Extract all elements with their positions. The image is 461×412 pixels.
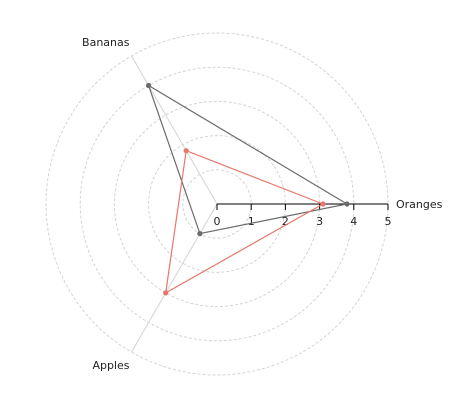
series-2-point (163, 290, 169, 296)
radial-tick-label: 2 (282, 215, 289, 228)
radial-tick-label: 4 (350, 215, 357, 228)
series-1-line (147, 84, 349, 235)
category-label-bananas: Bananas (82, 36, 130, 49)
category-label-apples: Apples (92, 359, 129, 372)
series-layer (146, 82, 350, 296)
radial-axis: 0 1 2 3 4 5 (214, 203, 392, 228)
grid-spoke (131, 203, 218, 353)
radial-tick-label: 5 (385, 215, 392, 228)
series-2-line (164, 149, 325, 295)
series-2-point (183, 148, 189, 154)
radial-tick-label: 0 (214, 215, 221, 228)
series-1-point (344, 201, 350, 207)
radial-tick-label: 3 (316, 215, 323, 228)
series-1-point (146, 82, 152, 89)
category-label-oranges: Oranges (396, 198, 443, 211)
grid-ring (148, 135, 286, 273)
grid-spoke (131, 55, 218, 205)
series-2-point (320, 201, 326, 207)
series-1-point (197, 231, 203, 237)
radial-tick-label: 1 (248, 215, 255, 228)
